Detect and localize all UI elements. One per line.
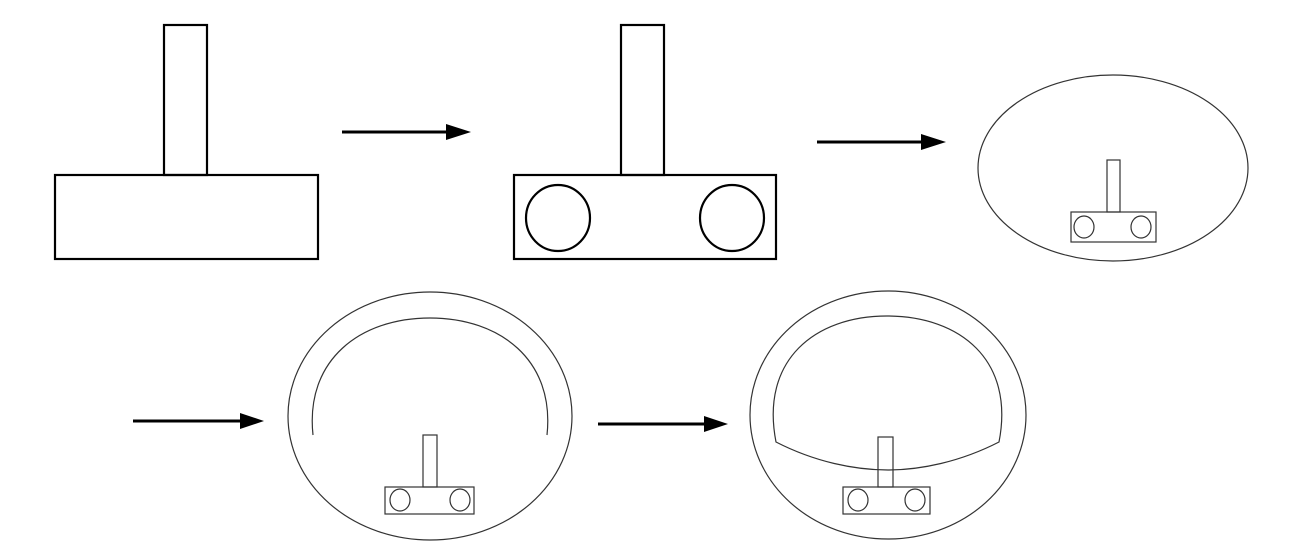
hole-left — [847, 488, 869, 512]
outer-ellipse — [287, 291, 573, 541]
base — [842, 486, 931, 515]
stem — [162, 23, 209, 177]
hole-right — [904, 488, 926, 512]
outer-ellipse — [977, 74, 1249, 262]
arrow-2 — [817, 134, 946, 150]
step-5-ellipse-with-closed-inner-loop — [749, 290, 1027, 540]
step-2-t-block-with-holes — [512, 23, 778, 261]
base — [1070, 211, 1157, 243]
stem — [1106, 159, 1121, 213]
hole-right — [449, 488, 471, 512]
stem — [877, 436, 894, 488]
base — [512, 173, 778, 261]
step-3-block-in-ellipse — [977, 74, 1249, 262]
hole-left — [1073, 215, 1095, 239]
step-4-ellipse-with-inner-arc — [287, 291, 573, 541]
step-1-t-block — [53, 23, 320, 261]
arrow-3 — [133, 413, 264, 429]
outer-ellipse — [749, 290, 1027, 540]
hole-right — [698, 183, 766, 253]
arrow-1 — [342, 124, 471, 140]
inner-arc — [311, 317, 549, 436]
stem — [422, 434, 438, 488]
hole-left — [389, 488, 411, 512]
base — [53, 173, 320, 261]
stem — [619, 23, 666, 177]
hole-right — [1130, 215, 1152, 239]
hole-left — [524, 183, 592, 253]
base — [384, 486, 475, 515]
inner-loop — [772, 315, 1003, 471]
arrow-4 — [598, 416, 728, 432]
